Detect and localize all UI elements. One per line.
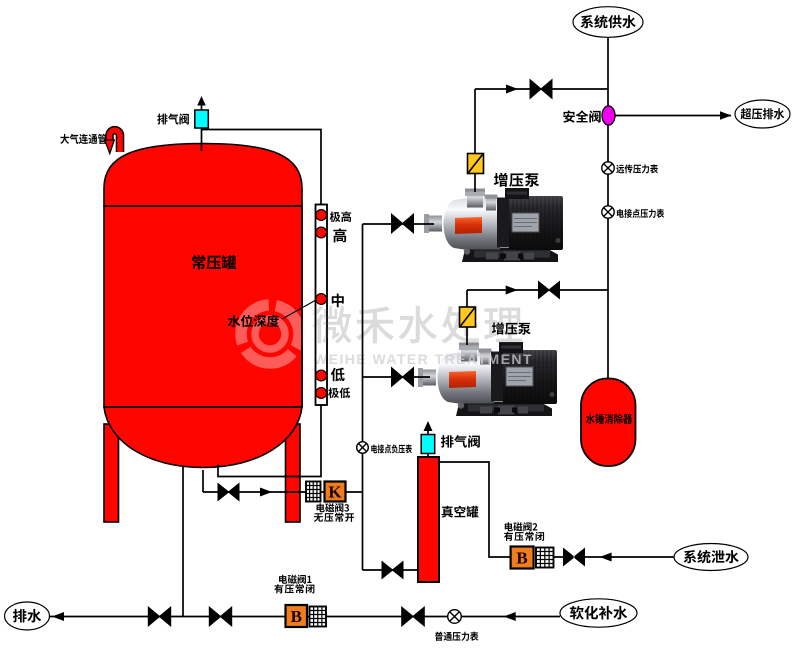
svg-text:WEIHE WATER TREATMENT: WEIHE WATER TREATMENT bbox=[314, 351, 533, 367]
svg-text:B: B bbox=[516, 549, 527, 568]
svg-text:K: K bbox=[328, 483, 342, 502]
svg-text:B: B bbox=[291, 607, 302, 626]
